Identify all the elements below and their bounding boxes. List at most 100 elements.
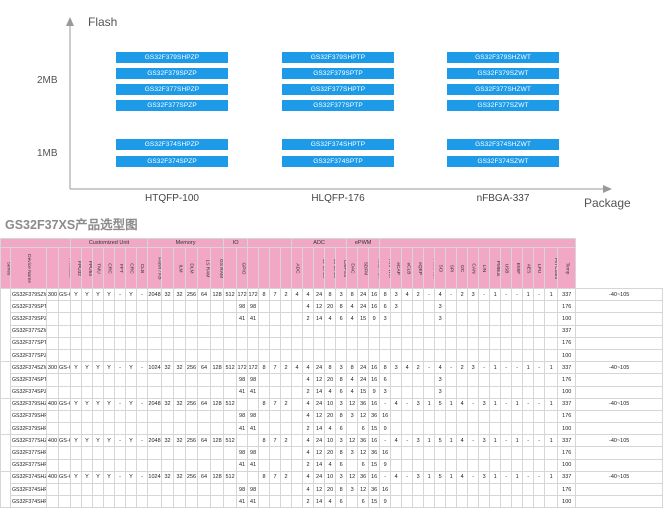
table-cell: 2 (280, 287, 293, 302)
table-cell: 98 (247, 409, 260, 424)
table-cell: 8 (324, 287, 337, 302)
table-cell (147, 324, 163, 338)
table-cell (70, 324, 82, 338)
table-cell (223, 446, 238, 460)
column-header-label: LS RAM (204, 259, 210, 278)
table-cell: 1 (445, 434, 458, 448)
table-cell (258, 422, 271, 436)
table-cell (147, 348, 163, 363)
table-cell (92, 482, 104, 497)
table-cell (173, 373, 187, 387)
table-cell (114, 336, 126, 350)
table-cell (135, 446, 149, 460)
table-cell (92, 373, 104, 387)
table-cell (533, 336, 546, 350)
table-cell: 32 (161, 434, 175, 448)
table-cell (258, 385, 271, 399)
table-cell: 4 (291, 287, 304, 302)
table-cell: 2 (302, 458, 315, 472)
table-cell (210, 422, 225, 436)
table-cell: 1 (544, 397, 559, 411)
column-header-label: SDFM (362, 261, 368, 276)
table-cell (575, 409, 663, 424)
table-cell: 2 (280, 361, 293, 375)
table-cell: 14 (313, 422, 326, 436)
table-cell (125, 312, 137, 326)
table-cell: 36 (357, 397, 370, 411)
table-cell (489, 385, 502, 399)
table-cell: - (500, 287, 513, 302)
table-cell (46, 422, 59, 436)
table-cell: 24 (357, 287, 370, 302)
table-cell: 98 (247, 446, 260, 460)
table-cell (269, 312, 282, 326)
table-cell: 7 (269, 287, 282, 302)
column-header: LS RAM (197, 247, 212, 289)
table-cell (92, 336, 104, 350)
table-cell: 4 (456, 434, 469, 448)
table-cell (522, 348, 535, 363)
table-cell (456, 385, 469, 399)
table-cell (147, 300, 163, 314)
table-cell (258, 482, 271, 497)
table-cell (544, 300, 559, 314)
table-cell (125, 458, 137, 472)
table-cell: 6 (335, 458, 348, 472)
table-cell (456, 422, 469, 436)
table-cell (511, 385, 524, 399)
table-cell (434, 482, 447, 497)
table-cell: 64 (197, 434, 212, 448)
y-axis-title: Flash (88, 15, 118, 29)
table-cell (544, 446, 559, 460)
table-cell (269, 409, 282, 424)
table-cell: 2 (302, 312, 315, 326)
table-cell: Y (81, 434, 93, 448)
table-cell (135, 409, 149, 424)
table-cell: 8 (335, 446, 348, 460)
table-cell: 3 (346, 482, 359, 497)
table-cell (173, 446, 187, 460)
table-cell (434, 446, 447, 460)
column-header-label: AES (525, 263, 531, 274)
table-row: GS32F379SPTP989841220842416633176 (1, 300, 663, 314)
table-cell: 7 (269, 361, 282, 375)
table-cell (390, 409, 403, 424)
part-chip: GS32F377SPTP (282, 100, 394, 111)
table-cell (125, 422, 137, 436)
table-cell: - (135, 470, 149, 485)
table-cell (161, 495, 175, 509)
table-cell (511, 446, 524, 460)
column-header-label: LPU (536, 263, 542, 274)
device-name-cell: GS32F377SHPZP (10, 458, 47, 472)
table-cell: 98 (236, 482, 249, 497)
table-cell (467, 348, 480, 363)
table-cell: 2048 (147, 287, 163, 302)
table-cell (161, 458, 175, 472)
table-cell (500, 336, 513, 350)
column-header-label: TMU (95, 263, 101, 274)
table-cell (114, 458, 126, 472)
column-header: GS RAM (210, 247, 225, 289)
table-cell: 176 (557, 446, 577, 460)
series-cell: GS32F374S (0, 361, 11, 399)
column-header-label: USB (503, 263, 509, 274)
table-cell: 1 (423, 397, 436, 411)
column-header-label: FFT (117, 264, 123, 273)
table-cell: 6 (335, 312, 348, 326)
table-cell (46, 336, 59, 350)
table-cell (522, 495, 535, 509)
table-cell: 4 (324, 385, 337, 399)
table-cell (185, 495, 199, 509)
table-cell (368, 336, 381, 350)
table-cell (544, 409, 559, 424)
table-cell: 300 (46, 361, 59, 375)
table-cell (161, 446, 175, 460)
table-cell: -40~105 (575, 434, 663, 448)
table-cell: 8 (335, 482, 348, 497)
table-cell (46, 324, 59, 338)
table-cell: 1024 (147, 470, 163, 485)
table-cell: 24 (313, 470, 326, 485)
flash-package-chart: Flash Package 2MB 1MB HTQFP-100 HLQFP-17… (0, 0, 663, 216)
table-cell: 1 (511, 470, 524, 485)
table-cell: -40~105 (575, 361, 663, 375)
